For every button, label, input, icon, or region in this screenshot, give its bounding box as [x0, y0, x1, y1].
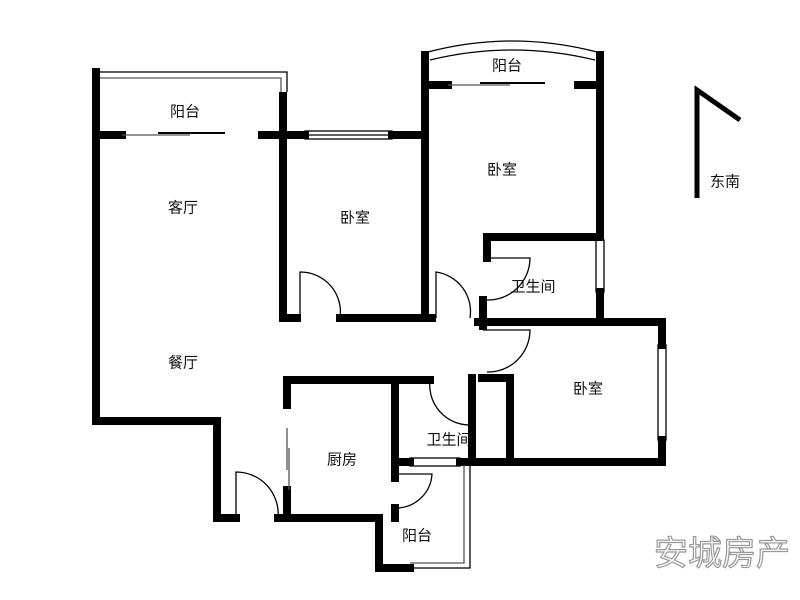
room-label-dining-room: 餐厅	[168, 354, 198, 372]
room-label-living-room: 客厅	[168, 199, 198, 217]
windows-and-sliding-doors	[122, 82, 667, 490]
doors	[235, 257, 531, 519]
room-labels: 阳台 客厅 卧室 阳台 卧室 卫生间 餐厅 卧室 卫生间 厨房 阳台	[168, 57, 603, 545]
watermark: 安城房产	[654, 534, 790, 574]
compass-arrow-icon	[694, 85, 742, 198]
compass: 东南	[694, 85, 742, 198]
room-label-balcony-kitchen: 阳台	[402, 527, 432, 545]
room-label-bathroom-1: 卫生间	[510, 278, 555, 296]
room-label-bathroom-2: 卫生间	[426, 431, 471, 449]
room-label-bedroom-3: 卧室	[573, 380, 603, 398]
room-label-kitchen: 厨房	[327, 451, 357, 469]
room-label-balcony-top: 阳台	[492, 57, 522, 75]
room-label-balcony-living: 阳台	[170, 103, 200, 121]
compass-label: 东南	[710, 173, 740, 191]
walls	[92, 40, 666, 572]
room-label-bedroom-1: 卧室	[340, 209, 370, 227]
room-label-bedroom-2: 卧室	[487, 161, 517, 179]
